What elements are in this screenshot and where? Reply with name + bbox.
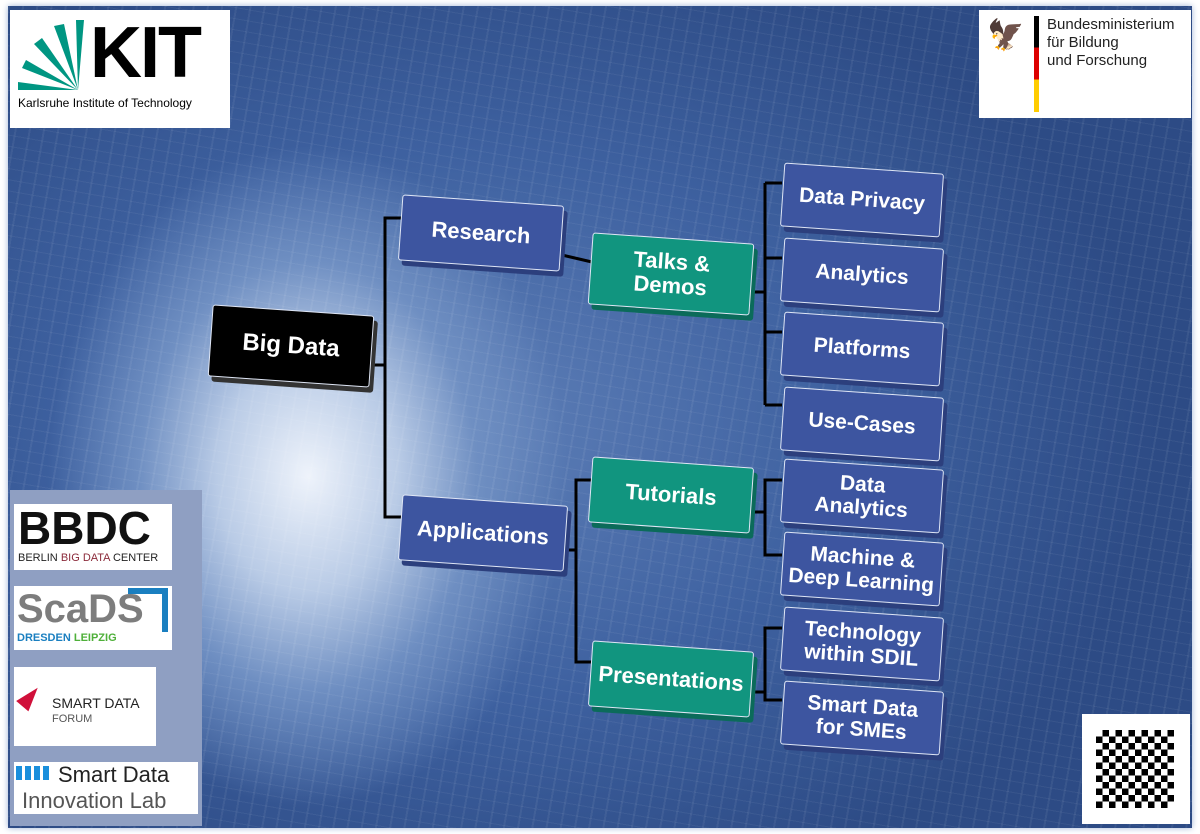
bbdc-sub2: BIG DATA xyxy=(60,552,110,564)
node-presentations[interactable]: Presentations xyxy=(587,640,755,718)
smart-data-forum-logo: SMART DATA FORUM xyxy=(14,667,156,746)
node-machine-deep-learning[interactable]: Machine & Deep Learning xyxy=(779,531,945,607)
bbdc-sub3: CENTER xyxy=(112,552,159,564)
node-use-cases[interactable]: Use-Cases xyxy=(779,386,945,462)
scads-wordmark: ScaDS xyxy=(17,587,144,631)
partner-logos-panel: BBDC BERLIN BIG DATA CENTER ScaDS DRESDE… xyxy=(10,490,202,826)
eagle-icon: 🦅 xyxy=(987,19,1025,52)
node-talks-demos[interactable]: Talks & Demos xyxy=(587,232,755,316)
kit-subtitle: Karlsruhe Institute of Technology xyxy=(18,96,192,110)
bmbf-line-3: und Forschung xyxy=(1047,52,1148,69)
node-analytics[interactable]: Analytics xyxy=(779,237,945,313)
sdil-squares-icon xyxy=(16,766,52,780)
flag-bar xyxy=(1034,16,1039,112)
node-data-privacy[interactable]: Data Privacy xyxy=(779,162,945,238)
scads-sub1: DRESDEN xyxy=(17,632,71,644)
bmbf-line-2: für Bildung xyxy=(1047,34,1119,51)
sdil-logo: Smart Data Innovation Lab xyxy=(14,762,198,814)
bmbf-line-1: Bundesministerium xyxy=(1047,16,1175,33)
kit-fan-icon xyxy=(18,20,84,90)
bbdc-wordmark: BBDC xyxy=(18,502,151,554)
node-technology-sdil[interactable]: Technology within SDIL xyxy=(779,606,945,682)
scads-icon xyxy=(128,588,168,632)
bbdc-sub1: BERLIN xyxy=(18,552,58,564)
kit-wordmark: KIT xyxy=(90,13,202,93)
kit-logo: KIT Karlsruhe Institute of Technology xyxy=(10,10,230,128)
qr-code[interactable] xyxy=(1082,714,1190,824)
node-applications[interactable]: Applications xyxy=(397,494,569,572)
bmbf-logo: 🦅 Bundesministerium für Bildung und Fors… xyxy=(979,10,1191,118)
scads-logo: ScaDS DRESDEN LEIPZIG xyxy=(14,586,172,650)
node-smart-data-smes[interactable]: Smart Data for SMEs xyxy=(779,680,945,756)
sdil-line-1: Smart Data xyxy=(58,762,170,787)
node-research[interactable]: Research xyxy=(397,194,565,272)
sdf-line-1: SMART DATA xyxy=(52,695,140,711)
bbdc-logo: BBDC BERLIN BIG DATA CENTER xyxy=(14,504,172,570)
node-data-analytics[interactable]: Data Analytics xyxy=(779,458,945,534)
node-platforms[interactable]: Platforms xyxy=(779,311,945,387)
sdf-line-2: FORUM xyxy=(52,713,93,725)
sdil-line-2: Innovation Lab xyxy=(22,788,167,813)
binary-tunnel-background xyxy=(8,6,1192,828)
scads-sub2: LEIPZIG xyxy=(73,632,117,644)
node-big-data[interactable]: Big Data xyxy=(207,304,375,388)
node-tutorials[interactable]: Tutorials xyxy=(587,456,755,534)
qr-code-pattern xyxy=(1096,730,1174,808)
